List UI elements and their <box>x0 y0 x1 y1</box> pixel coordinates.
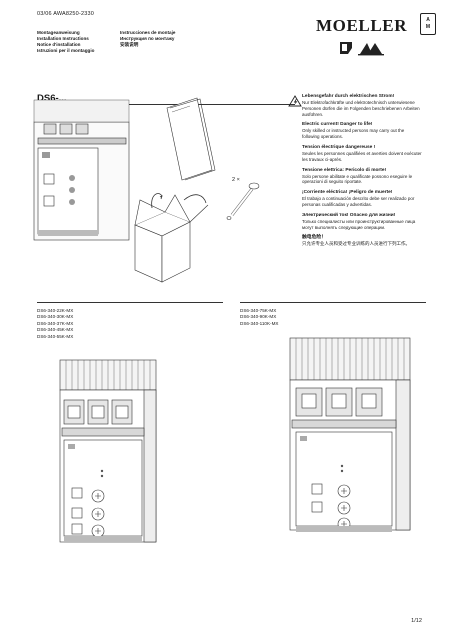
ul-mark-icon <box>340 42 352 54</box>
quantity-label: 2 × <box>232 177 240 183</box>
title-it: Istruzioni per il montaggio <box>37 48 95 53</box>
warning-es: ¡Corriente eléctrica! ¡Peligro de muerte… <box>302 190 415 207</box>
titles-left: Montageanweisung Installation Instructio… <box>37 30 94 54</box>
warning-en: Electric current! Danger to life! Only s… <box>302 122 405 140</box>
page-number: 1/12 <box>411 618 422 624</box>
device-drawing-small <box>59 359 157 543</box>
title-fr: Notice d'installation <box>37 42 81 47</box>
title-zh: 安装说明 <box>120 42 139 47</box>
leaflet-illustration <box>166 97 216 181</box>
title-en: Installation Instructions <box>37 36 89 41</box>
box-illustration <box>134 193 209 283</box>
brand-name: MOELLER <box>316 16 408 35</box>
header-rule <box>37 104 295 105</box>
warning-de: Lebensgefahr durch elektrischen Strom! N… <box>302 94 420 117</box>
model-item: DS6-340-75K-MX <box>240 308 277 313</box>
document-number: 03/06 AWA8250-2330 <box>37 11 95 17</box>
titles-right: Instrucciones de montaje Инструкция по м… <box>120 30 175 48</box>
warning-panel: Lebensgefahr durch elektrischen Strom! N… <box>302 94 422 252</box>
device-drawing-large <box>289 337 411 532</box>
model-item: DS6-340-22K-MX <box>37 308 74 313</box>
model-list-left: DS6-340-22K-MX DS6-340-30K-MX DS6-340-37… <box>37 308 73 340</box>
model-item: DS6-340-45K-MX <box>37 327 74 333</box>
moeller-logo: AM <box>420 13 436 35</box>
warning-it: Tensione elettrica: Pericolo di morte! S… <box>302 167 413 185</box>
model-item: DS6-340-55K-MX <box>37 333 74 339</box>
model-title: DS6-... <box>37 93 67 104</box>
title-ru: Инструкция по монтажу <box>120 36 175 41</box>
csa-mark-icon <box>358 43 384 56</box>
logo-letters: AM <box>425 17 431 30</box>
warning-zh: 触电危险！ 只允许专业人员和受过专业训练的人员进行下列工作。 <box>302 235 410 247</box>
section-rule-left <box>37 302 223 303</box>
title-de: Montageanweisung <box>37 30 80 35</box>
warning-fr: Tension électrique dangereuse ! Seules l… <box>302 144 422 162</box>
device-illustration-top <box>33 99 130 241</box>
title-es: Instrucciones de montaje <box>120 30 176 35</box>
model-item: DS6-340-30K-MX <box>37 314 74 320</box>
screw-illustration <box>226 182 260 220</box>
section-rule-right <box>240 302 426 303</box>
model-item: DS6-340-90K-MX <box>240 314 277 320</box>
model-item: DS6-340-37K-MX <box>37 320 74 326</box>
model-item: DS6-340-110K-MX <box>240 320 279 326</box>
model-list-right: DS6-340-75K-MX DS6-340-90K-MX DS6-340-11… <box>240 308 278 327</box>
warning-ru: Электрический ток! Опасно для жизни! Тол… <box>302 212 416 230</box>
